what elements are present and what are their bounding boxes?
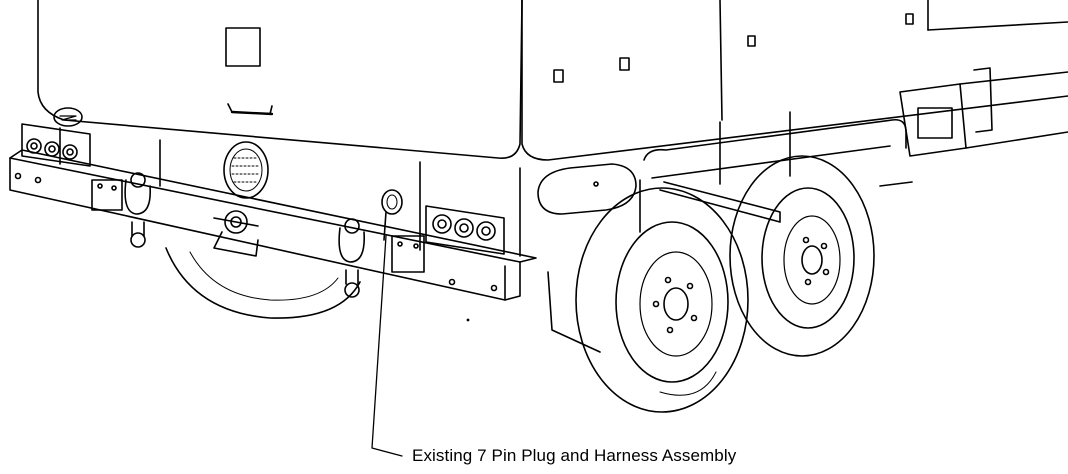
shelter-body [37, 0, 1068, 161]
stray-dot [466, 318, 470, 322]
right-tail-light [425, 205, 505, 255]
seven-pin-plug [381, 189, 403, 241]
license-light [223, 141, 269, 199]
fender [537, 163, 637, 353]
far-wheel [729, 155, 875, 357]
tow-brackets [91, 172, 425, 298]
rear-bumper [9, 127, 537, 301]
spare-tire [165, 247, 361, 319]
callout-label: Existing 7 Pin Plug and Harness Assembly [412, 446, 737, 465]
callout-leader [371, 235, 403, 457]
running-gear [639, 67, 1068, 233]
near-wheel [575, 187, 749, 413]
left-tail-light [21, 107, 91, 167]
